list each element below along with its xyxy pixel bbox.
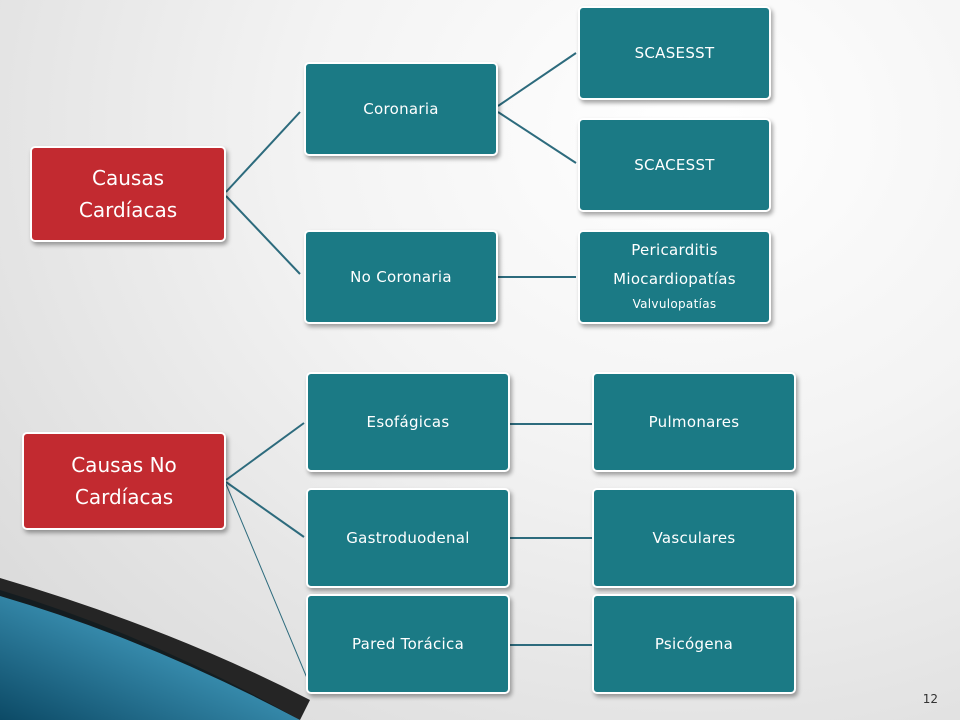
pulmonares-label: Pulmonares: [648, 413, 740, 431]
gastroduodenal-label: Gastroduodenal: [346, 529, 470, 547]
causas-no-cardiacas-box: Causas No Cardíacas: [22, 432, 226, 530]
esofagicas-box: Esofágicas: [306, 372, 510, 472]
pared-toracica-box: Pared Torácica: [306, 594, 510, 694]
causas-cardiacas-line2: Cardíacas: [78, 198, 178, 222]
causas-no-cardiacas-line2: Cardíacas: [74, 485, 174, 509]
causas-cardiacas-line1: Causas: [92, 166, 164, 190]
valvulopatias-label: Valvulopatías: [632, 297, 717, 312]
gastroduodenal-box: Gastroduodenal: [306, 488, 510, 588]
corner-swoosh-fill: [0, 590, 300, 720]
connector-coronaria-scasesst: [497, 52, 577, 107]
scasesst-label: SCASESST: [634, 44, 715, 62]
esofagicas-label: Esofágicas: [366, 413, 450, 431]
corner-swoosh-stroke: [0, 578, 310, 720]
psicogena-box: Psicógena: [592, 594, 796, 694]
vasculares-label: Vasculares: [652, 529, 736, 547]
connector-cardiac-coronaria: [225, 111, 301, 193]
scacesst-box: SCACESST: [578, 118, 771, 212]
vasculares-box: Vasculares: [592, 488, 796, 588]
pulmonares-box: Pulmonares: [592, 372, 796, 472]
page-number: 12: [922, 692, 938, 706]
coronaria-label: Coronaria: [363, 100, 439, 118]
connector-noncardiac-gastroduodenal: [225, 481, 305, 538]
scacesst-label: SCACESST: [634, 156, 715, 174]
causas-no-cardiacas-line1: Causas No: [71, 453, 177, 477]
pared-toracica-label: Pared Torácica: [351, 635, 465, 653]
psicogena-label: Psicógena: [654, 635, 734, 653]
no-coronaria-label: No Coronaria: [350, 268, 452, 286]
scasesst-box: SCASESST: [578, 6, 771, 100]
connector-cardiac-no-coronaria: [225, 195, 301, 275]
connector-coronaria-scacesst: [497, 111, 577, 164]
no-coronaria-list-box: Pericarditis Miocardiopatías Valvulopatí…: [578, 230, 771, 324]
no-coronaria-box: No Coronaria: [304, 230, 498, 324]
causas-cardiacas-box: Causas Cardíacas: [30, 146, 226, 242]
miocardiopatias-label: Miocardiopatías: [613, 270, 736, 289]
pericarditis-label: Pericarditis: [631, 240, 718, 259]
connector-noncardiac-esofagicas: [225, 422, 305, 481]
connector-noncardiac-pared-toracica: [225, 483, 313, 691]
coronaria-box: Coronaria: [304, 62, 498, 156]
